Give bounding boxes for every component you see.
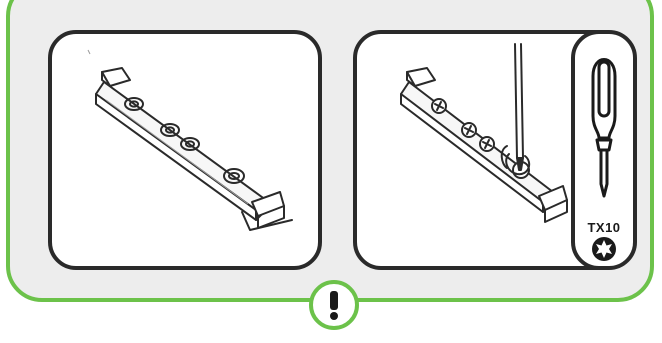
screwing-rail-icon bbox=[400, 43, 568, 223]
step-panel-rail bbox=[48, 30, 322, 270]
tool-indicator: TX10 bbox=[571, 34, 633, 266]
step-panel-screwing: TX10 bbox=[353, 30, 637, 270]
tool-label: TX10 bbox=[587, 220, 621, 235]
exclamation-icon bbox=[330, 291, 338, 320]
warning-badge bbox=[309, 280, 359, 330]
screwdriver-icon bbox=[591, 58, 617, 198]
mounting-rail-icon bbox=[87, 49, 293, 231]
torx-icon bbox=[592, 237, 616, 261]
